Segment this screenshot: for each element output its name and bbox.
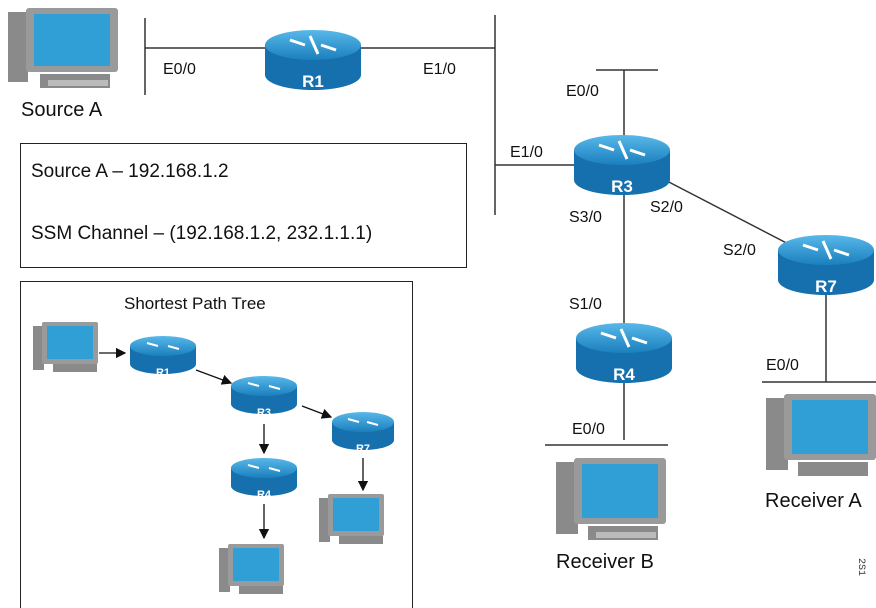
- r7-label: R7: [815, 277, 837, 296]
- receiver-a-pc-icon: [766, 394, 876, 476]
- spt-source-pc-icon: [33, 322, 98, 372]
- spt-receiver-b-pc-icon: [219, 544, 284, 594]
- r7-bottom-interface: E0/0: [766, 357, 799, 374]
- receiver-a-label: Receiver A: [765, 490, 862, 512]
- router-r4-icon: [576, 323, 672, 383]
- spt-r7-label: R7: [356, 443, 370, 455]
- r1-label: R1: [302, 72, 324, 91]
- source-a-pc-icon: [8, 8, 118, 88]
- info-source-line: Source A – 192.168.1.2: [31, 161, 229, 182]
- spt-diagram: R1 R3 R7 R4: [33, 322, 394, 594]
- r3-bottom-interface: S3/0: [569, 209, 602, 226]
- source-a-label: Source A: [21, 99, 103, 121]
- spt-r4-label: R4: [257, 489, 272, 501]
- r3-right-interface: S2/0: [650, 199, 683, 216]
- spt-r1-label: R1: [156, 367, 170, 379]
- r3-top-interface: E0/0: [566, 83, 599, 100]
- spt-box: Shortest Path Tree: [20, 281, 413, 608]
- spt-r3-icon: [231, 376, 297, 414]
- r1-right-interface: E1/0: [423, 61, 456, 78]
- info-channel-line: SSM Channel – (192.168.1.2, 232.1.1.1): [31, 223, 373, 244]
- spt-r7-icon: [332, 412, 394, 450]
- r3-left-interface: E1/0: [510, 144, 543, 161]
- r4-label: R4: [613, 365, 635, 384]
- receiver-b-label: Receiver B: [556, 551, 654, 573]
- router-r3-icon: [574, 135, 670, 195]
- r4-top-interface: S1/0: [569, 296, 602, 313]
- r7-left-interface: S2/0: [723, 242, 756, 259]
- receiver-b-pc-icon: [556, 458, 666, 540]
- router-r7-icon: [778, 235, 874, 295]
- spt-title: Shortest Path Tree: [124, 294, 266, 313]
- r1-left-interface: E0/0: [163, 61, 196, 78]
- spt-r1-icon: [130, 336, 196, 374]
- ssm-info-box: Source A – 192.168.1.2 SSM Channel – (19…: [20, 143, 467, 268]
- figure-id: 2S1: [855, 558, 866, 577]
- r4-bottom-interface: E0/0: [572, 421, 605, 438]
- spt-receiver-a-pc-icon: [319, 494, 384, 544]
- router-r1-icon: [265, 30, 361, 90]
- r3-label: R3: [611, 177, 633, 196]
- spt-r3-label: R3: [257, 407, 271, 419]
- spt-r4-icon: [231, 458, 297, 496]
